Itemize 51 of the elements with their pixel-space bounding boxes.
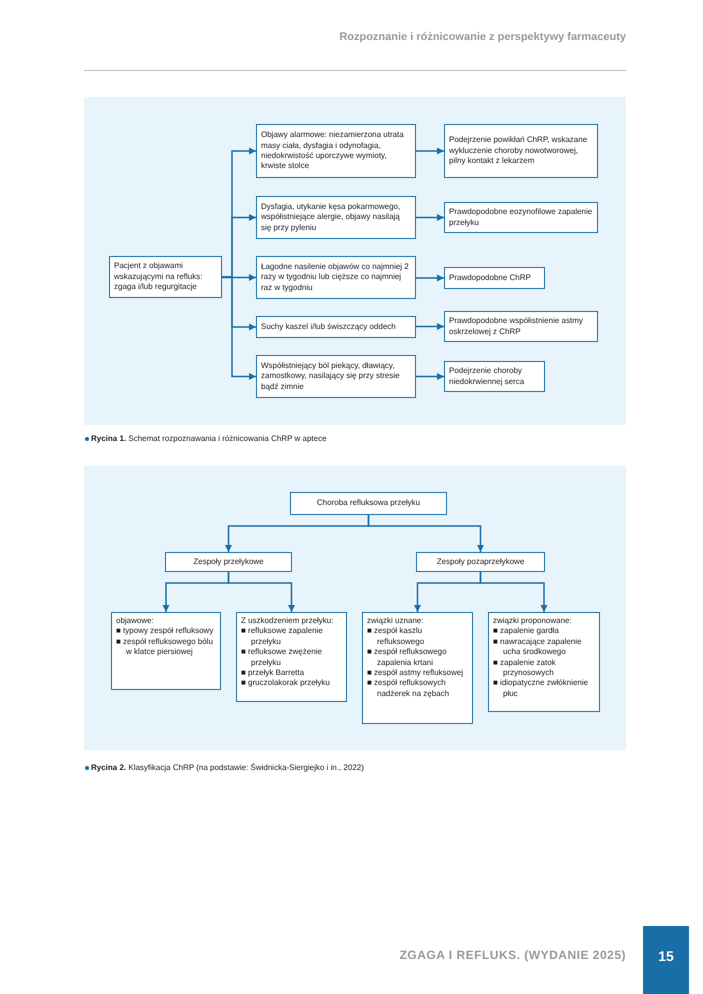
list-heading: związki uznane: — [367, 616, 424, 626]
process-box: Prawdopodobne ChRP — [444, 267, 545, 289]
arrow — [222, 276, 256, 380]
list-item: ■ gruczolakorak przełyku — [241, 678, 331, 689]
list-box — [111, 612, 221, 690]
arrow — [416, 373, 444, 380]
arrow — [480, 572, 548, 612]
page-number: 15 — [643, 926, 689, 994]
list-item: ■ zespół kaszlu refluksowego — [367, 626, 426, 648]
process-box: Prawdopodobne współistnienie astmy oskrzelowej z ChRP — [444, 311, 598, 342]
list-item: ■ zapalenie gardła — [493, 626, 560, 637]
process-box: Zespoły przełykowe — [165, 552, 292, 572]
arrow — [416, 148, 444, 154]
list-item: ■ zespół refluksowych nadżerek na zębach — [367, 678, 450, 700]
list-item: ■ idiopatyczne zwłóknienie płuc — [493, 678, 590, 700]
arrow — [368, 515, 484, 552]
list-item: ■ refluksowe zapalenie przełyku — [241, 626, 324, 648]
process-box: Zespoły pozaprzełykowe — [416, 552, 545, 572]
list-item: ■ nawracające zapalenie ucha środkowego — [493, 636, 582, 658]
list-box — [362, 612, 473, 724]
figure-caption: Rycina 1. Schemat rozpoznawania i różnicowania ChRP w aptece — [91, 434, 327, 443]
page-header: Rozpoznanie i różnicowanie z perspektywy farmaceuty — [339, 31, 626, 43]
arrow — [228, 572, 295, 612]
list-item: ■ zespół refluksowego zapalenia krtani — [367, 647, 448, 668]
list-heading: związki proponowane: — [493, 616, 573, 626]
process-box: Choroba refluksowa przełyku — [290, 492, 447, 515]
process-box: Objawy alarmowe: niezamierzona utrata masy ciała, dysfagia i odynofagia, niedokrwistość uporczywe wymioty, krwiste stolce — [256, 124, 416, 178]
process-box: Prawdopodobne eozynofilowe zapalenie przełyku — [444, 202, 598, 233]
list-item: ■ typowy zespół refluksowy — [116, 626, 214, 637]
page-footer: ZGAGA I REFLUKS. (WYDANIE 2025) — [400, 948, 626, 962]
process-box: Podejrzenie choroby niedokrwiennej serca — [444, 361, 545, 392]
arrow — [416, 323, 444, 330]
arrow — [416, 214, 444, 221]
process-box: Łagodne nasilenie objawów co najmniej 2 razy w tygodniu lub cięższe co najmniej raz w tygodniu — [256, 256, 416, 299]
process-box: Pacjent z objawami wskazującymi na refluks: zgaga i/lub regurgitacje — [109, 256, 222, 298]
list-box — [488, 612, 600, 712]
list-heading: objawowe: — [116, 616, 155, 626]
list-item: ■ refluksowe zwężenie przełyku — [241, 647, 323, 668]
list-item: ■ zapalenie zatok przynosowych — [493, 658, 557, 678]
arrow — [416, 274, 444, 282]
process-box: Suchy kaszel i/lub świszczący oddech — [256, 316, 416, 338]
list-box — [236, 612, 347, 702]
arrow — [222, 274, 256, 281]
process-box: Współistniejący ból piekący, dławiący, zamostkowy, nasilający się przy stresie bądź zimnie — [256, 355, 416, 398]
process-box: Dysfagia, utykanie kęsa pokarmowego, współistniejące alergie, objawy nasilają się przy pyleniu — [256, 196, 416, 239]
list-heading: Z uszkodzeniem przełyku: — [241, 616, 334, 626]
process-box: Podejrzenie powikłań ChRP, wskazane wykluczenie choroby nowotworowej, pilny kontakt z lekarzem — [444, 124, 598, 178]
figure-caption: Rycina 2. Klasyfikacja ChRP (na podstawie: Świdnicka-Siergiejko i in., 2022) — [91, 763, 364, 772]
list-item: ■ zespół refluksowego bólu w klatce piersiowej — [116, 636, 214, 658]
list-item: ■ przełyk Barretta — [241, 668, 306, 678]
list-item: ■ zespół astmy refluksowej — [367, 668, 464, 678]
